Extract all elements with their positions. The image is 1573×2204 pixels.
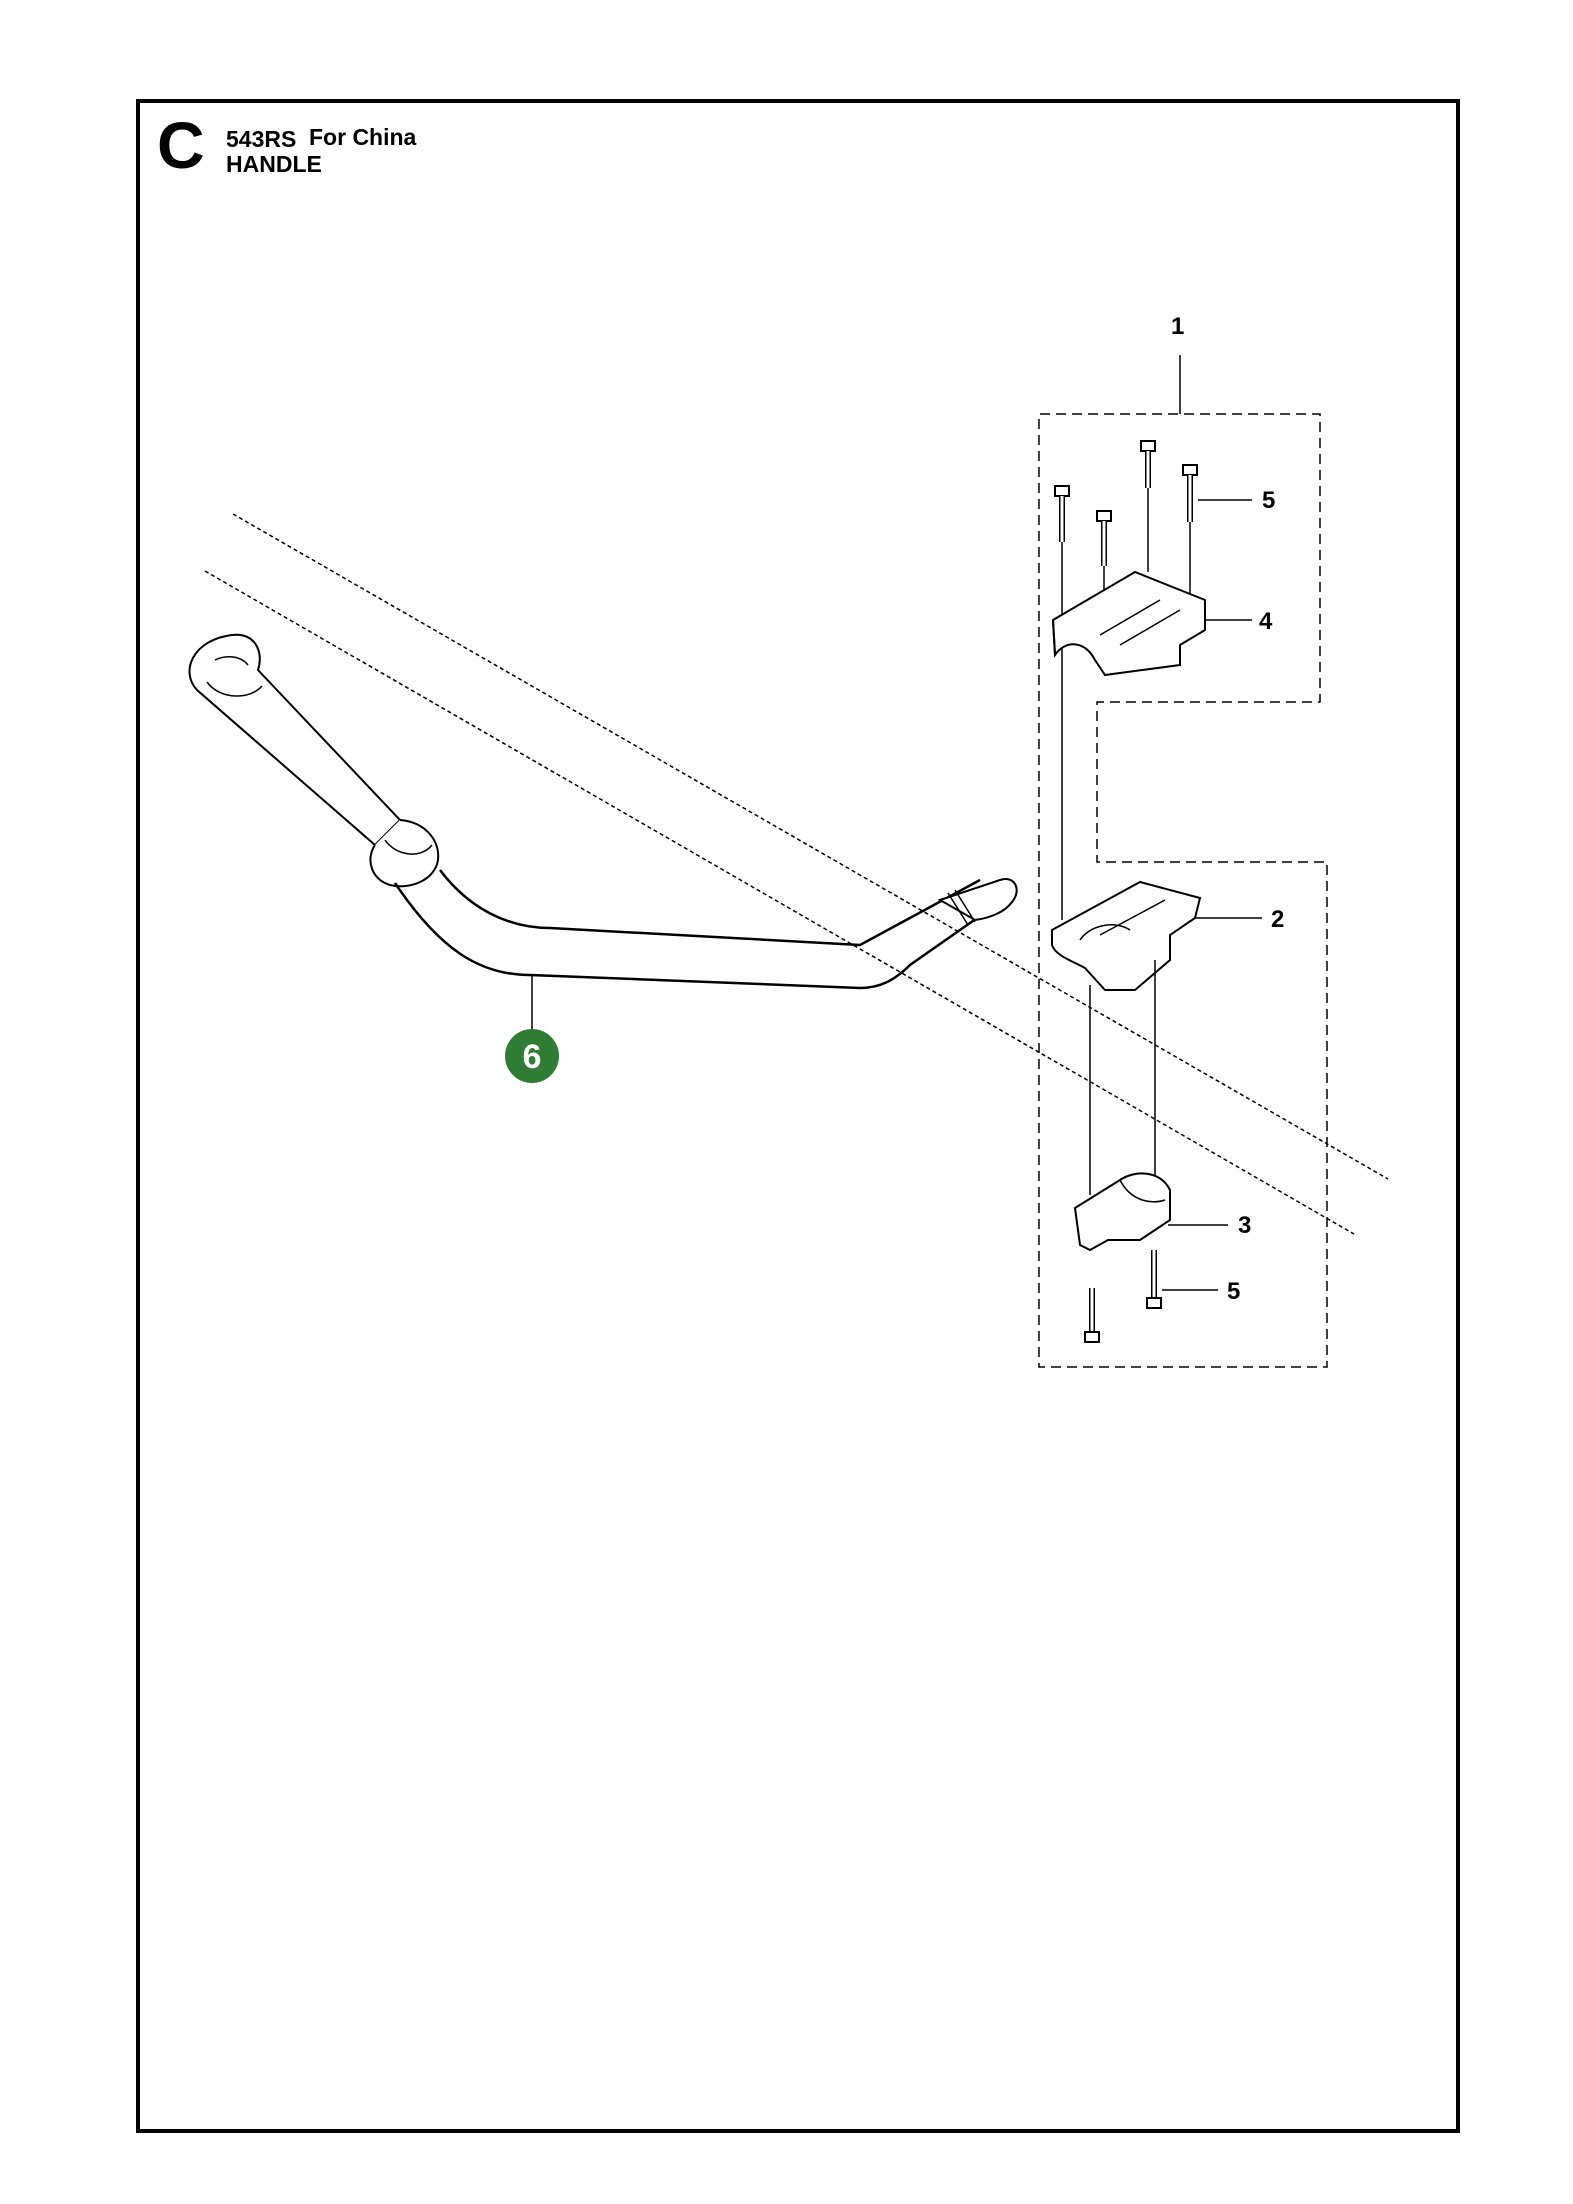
screw-upper-3 [1054, 485, 1070, 542]
section-title: HANDLE [226, 151, 322, 177]
callout-4: 4 [1259, 608, 1273, 635]
callout-1: 1 [1171, 313, 1184, 340]
clamp-bottom-part3 [1073, 1172, 1171, 1252]
page-frame [136, 99, 1460, 2133]
screw-lower-1 [1146, 1250, 1162, 1309]
screw-lower-2 [1084, 1288, 1100, 1343]
clamp-upper-part4 [1051, 570, 1206, 677]
screw-upper-2 [1182, 464, 1198, 522]
callout-6: 6 [523, 1038, 542, 1076]
screw-upper-4 [1096, 510, 1112, 566]
shaft-line-upper [232, 513, 1389, 1180]
screw-upper-1 [1140, 440, 1156, 488]
callout-6-badge [505, 1029, 559, 1083]
clamp-lower-part2 [1051, 880, 1202, 991]
section-letter: C [157, 108, 205, 182]
assembly-box-upper [1038, 413, 1328, 1368]
callout-5-lower: 5 [1227, 1278, 1240, 1305]
market-label: For China [309, 124, 417, 150]
callout-2: 2 [1271, 906, 1284, 933]
handle-bar [188, 633, 1018, 990]
model-number: 543RS [226, 126, 297, 152]
callout-3: 3 [1238, 1212, 1251, 1239]
callout-5-upper: 5 [1262, 487, 1275, 514]
